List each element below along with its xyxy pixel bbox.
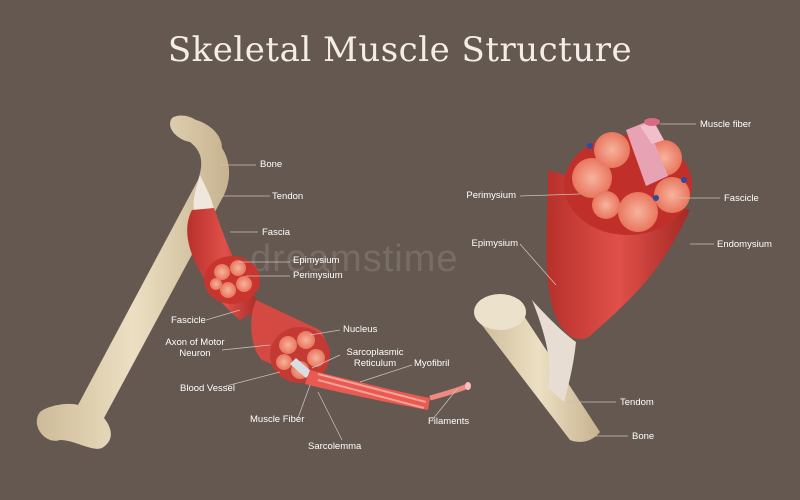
watermark: dreamstime xyxy=(250,238,459,280)
myofibril-stripes xyxy=(317,373,427,403)
tendon xyxy=(193,175,214,212)
label-sarcoplasmic-line1: Sarcoplasmic xyxy=(346,347,404,358)
femur-bone xyxy=(36,115,230,449)
filament-strand xyxy=(429,383,469,401)
label-epimysium-right: Epimysium xyxy=(471,238,518,249)
label-muscle-fiber: Muscle Fiber xyxy=(250,414,305,425)
label-muscle-fiber-right: Muscle fiber xyxy=(700,119,752,130)
myofibril-strand xyxy=(305,370,430,410)
diagram-title: Skeletal Muscle Structure xyxy=(167,30,633,70)
label-sarcoplasmic-line2: Reticulum xyxy=(353,358,397,369)
blood-vessel-dot xyxy=(587,143,593,149)
label-fascicle-right: Fascicle xyxy=(724,193,759,204)
label-fascia: Fascia xyxy=(262,227,290,238)
label-nucleus: Nucleus xyxy=(343,324,378,335)
label-blood-vessel: Blood Vessel xyxy=(180,383,235,394)
label-endomysium-right: Endomysium xyxy=(717,239,772,250)
muscle-fiber-protruding xyxy=(626,122,668,186)
label-filaments: Filaments xyxy=(428,416,470,427)
label-epimysium: Epimysium xyxy=(293,255,340,266)
label-tendom-right: Tendom xyxy=(620,397,654,408)
label-bone: Bone xyxy=(260,159,283,170)
label-sarcoplasmic-reticulum: Sarcoplasmic Reticulum xyxy=(340,347,410,369)
label-axon-motor-neuron: Axon of Motor Neuron xyxy=(160,337,230,359)
fascicle-cluster xyxy=(210,260,252,298)
label-axon-line2: Neuron xyxy=(179,348,211,359)
label-sarcolemma: Sarcolemma xyxy=(308,441,362,452)
label-perimysium: Perimysium xyxy=(293,270,343,281)
label-perimysium-right: Perimysium xyxy=(466,190,516,201)
label-axon-line1: Axon of Motor xyxy=(165,337,225,348)
bone-right xyxy=(474,294,600,442)
leader-lines xyxy=(205,123,720,441)
label-myofibril: Myofibril xyxy=(414,358,450,369)
label-bone-right: Bone xyxy=(632,431,655,442)
label-tendon: Tendon xyxy=(272,191,304,202)
muscle-fiber-strand xyxy=(290,358,312,378)
tendon-right xyxy=(532,300,576,402)
label-fascicle: Fascicle xyxy=(171,315,206,326)
fascicle-cross-sections xyxy=(572,132,690,232)
